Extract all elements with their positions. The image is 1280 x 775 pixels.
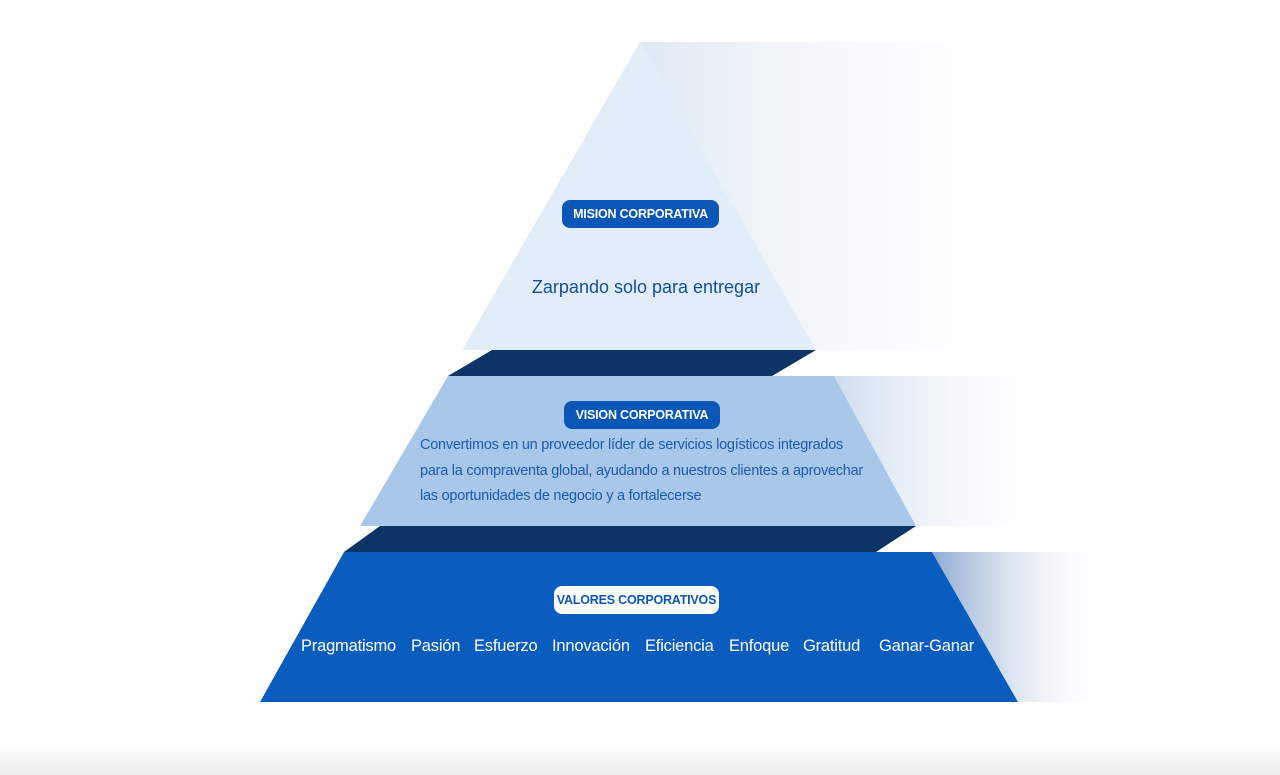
values-tier [260, 552, 1018, 702]
vision-line: Convertimos en un proveedor líder de ser… [420, 437, 844, 453]
value-item: Enfoque [729, 637, 790, 655]
value-item: Esfuerzo [474, 637, 538, 655]
mission-tier [462, 42, 816, 350]
value-item: Innovación [552, 637, 630, 655]
vision-label: VISION CORPORATIVA [564, 401, 720, 429]
mission-label: MISION CORPORATIVA [562, 200, 719, 228]
value-item: Ganar-Ganar [879, 637, 975, 655]
value-item: Pasión [411, 637, 461, 655]
tier-separator-band [344, 526, 916, 552]
vision-tier [360, 376, 916, 526]
middle-tier-shadow [834, 376, 1060, 526]
values-label: VALORES CORPORATIVOS [554, 586, 719, 614]
value-item: Eficiencia [645, 637, 714, 655]
value-item: Gratitud [803, 637, 861, 655]
vision-line: las oportunidades de negocio y a fortale… [420, 488, 702, 504]
bottom-tier-shadow [932, 552, 1110, 702]
values-list: Pragmatismo Pasión Esfuerzo Innovación E… [0, 637, 1280, 659]
vision-statement: Convertimos en un proveedor líder de ser… [420, 433, 890, 510]
page-bottom-edge [0, 745, 1280, 775]
mission-statement: Zarpando solo para entregar [531, 277, 761, 297]
tier-separator-band [448, 350, 816, 376]
top-tier-shadow [640, 42, 1060, 350]
value-item: Pragmatismo [301, 637, 396, 655]
vision-line: para la compraventa global, ayudando a n… [420, 462, 864, 479]
